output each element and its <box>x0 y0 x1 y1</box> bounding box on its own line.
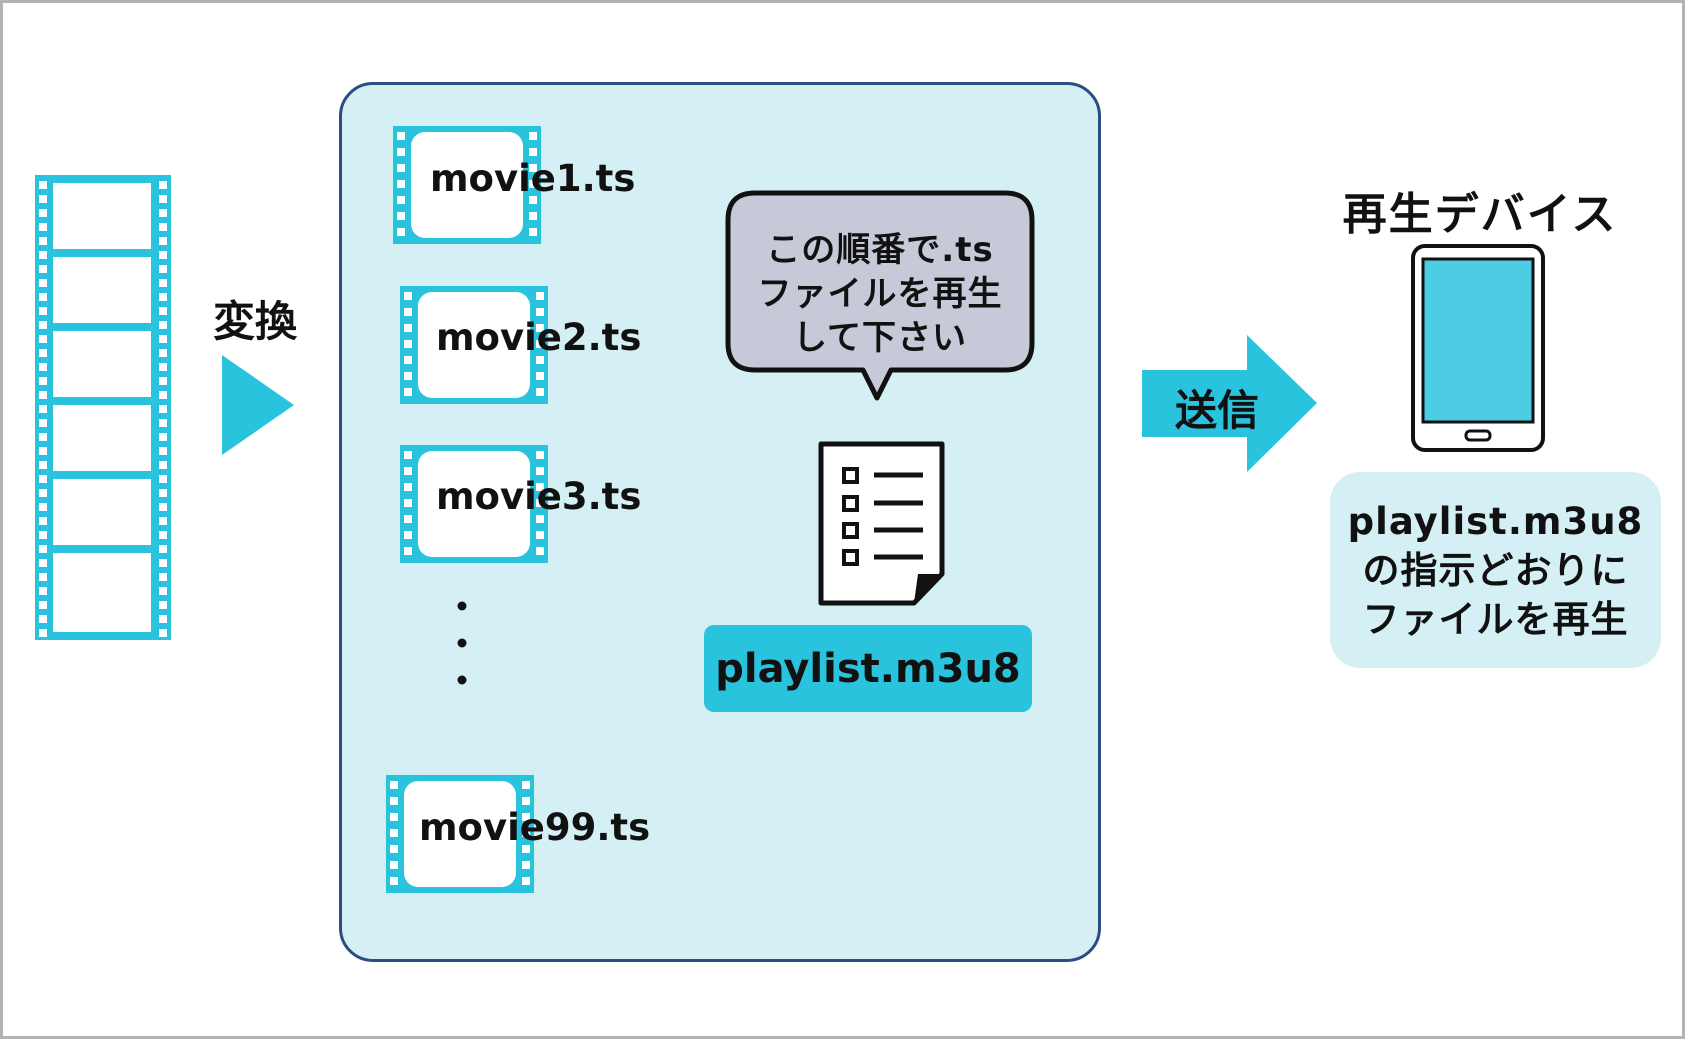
sprocket-hole <box>159 377 167 385</box>
sprocket-hole <box>39 377 47 385</box>
sprocket-hole <box>159 573 167 581</box>
device-note: playlist.m3u8 の指示どおりに ファイルを再生 <box>1330 472 1661 668</box>
sprocket-hole <box>159 251 167 259</box>
sprocket-hole <box>39 335 47 343</box>
sprocket-hole <box>159 601 167 609</box>
sprocket-hole <box>39 391 47 399</box>
sprocket-hole <box>159 391 167 399</box>
file-label-movie1: movie1.ts <box>430 157 636 200</box>
sprocket-hole <box>159 629 167 637</box>
sprocket-hole <box>159 405 167 413</box>
sprocket-hole <box>39 363 47 371</box>
sprocket-hole <box>39 545 47 553</box>
sprocket-hole <box>39 223 47 231</box>
convert-label: 変換 <box>212 297 297 346</box>
file-label-movie3: movie3.ts <box>436 475 642 518</box>
document-list-icon <box>818 441 945 606</box>
sprocket-hole <box>39 629 47 637</box>
file-label-movie99: movie99.ts <box>419 806 651 849</box>
device-title: 再生デバイス <box>1342 189 1618 240</box>
file-label-movie2: movie2.ts <box>436 316 642 359</box>
sprocket-hole <box>159 503 167 511</box>
sprocket-hole <box>39 447 47 455</box>
sprocket-hole <box>39 503 47 511</box>
sprocket-hole <box>159 181 167 189</box>
sprocket-hole <box>159 307 167 315</box>
sprocket-hole <box>159 545 167 553</box>
sprocket-hole <box>39 279 47 287</box>
right-arrow-icon <box>1142 335 1317 472</box>
sprocket-hole <box>159 433 167 441</box>
sprocket-hole <box>159 559 167 567</box>
sprocket-hole <box>159 419 167 427</box>
film-frame-icon <box>393 126 541 244</box>
sprocket-hole <box>159 517 167 525</box>
sprocket-hole <box>39 209 47 217</box>
sprocket-hole <box>159 237 167 245</box>
sprocket-hole <box>159 223 167 231</box>
sprocket-hole <box>39 559 47 567</box>
sprocket-hole <box>159 293 167 301</box>
sprocket-hole <box>159 615 167 623</box>
sprocket-hole <box>159 587 167 595</box>
sprocket-hole <box>39 419 47 427</box>
sprocket-hole <box>39 573 47 581</box>
film-frame-icon <box>400 286 548 404</box>
sprocket-hole <box>39 181 47 189</box>
sprocket-hole <box>159 531 167 539</box>
speech-bubble-icon <box>725 190 1035 401</box>
sprocket-hole <box>39 195 47 203</box>
playlist-file-box: playlist.m3u8 <box>704 625 1032 712</box>
sprocket-hole <box>159 363 167 371</box>
sprocket-hole <box>39 475 47 483</box>
sprocket-hole <box>39 405 47 413</box>
sprocket-hole <box>159 335 167 343</box>
film-frame-icon <box>400 445 548 563</box>
sprocket-hole <box>39 587 47 595</box>
ellipsis-dots <box>457 601 467 685</box>
sprocket-hole <box>39 293 47 301</box>
sprocket-hole <box>159 265 167 273</box>
sprocket-hole <box>39 615 47 623</box>
sprocket-hole <box>39 601 47 609</box>
play-arrow-icon <box>222 355 294 455</box>
sprocket-hole <box>159 349 167 357</box>
sprocket-hole <box>159 461 167 469</box>
tablet-icon <box>1411 244 1545 452</box>
sprocket-hole <box>39 531 47 539</box>
sprocket-hole <box>39 349 47 357</box>
sprocket-hole <box>159 279 167 287</box>
sprocket-hole <box>39 321 47 329</box>
sprocket-hole <box>159 447 167 455</box>
sprocket-hole <box>39 251 47 259</box>
sprocket-hole <box>159 209 167 217</box>
sprocket-hole <box>39 265 47 273</box>
sprocket-hole <box>39 517 47 525</box>
film-strip-icon <box>35 175 171 640</box>
bubble-text: この順番で.ts ファイルを再生 して下さい <box>757 230 1003 358</box>
sprocket-hole <box>39 237 47 245</box>
sprocket-hole <box>39 489 47 497</box>
sprocket-hole <box>39 307 47 315</box>
sprocket-hole <box>39 461 47 469</box>
sprocket-hole <box>159 321 167 329</box>
film-frame-icon <box>386 775 534 893</box>
sprocket-hole <box>159 195 167 203</box>
sprocket-hole <box>39 433 47 441</box>
sprocket-hole <box>159 489 167 497</box>
send-label: 送信 <box>1174 386 1259 435</box>
playlist-label: playlist.m3u8 <box>715 645 1021 692</box>
sprocket-hole <box>159 475 167 483</box>
